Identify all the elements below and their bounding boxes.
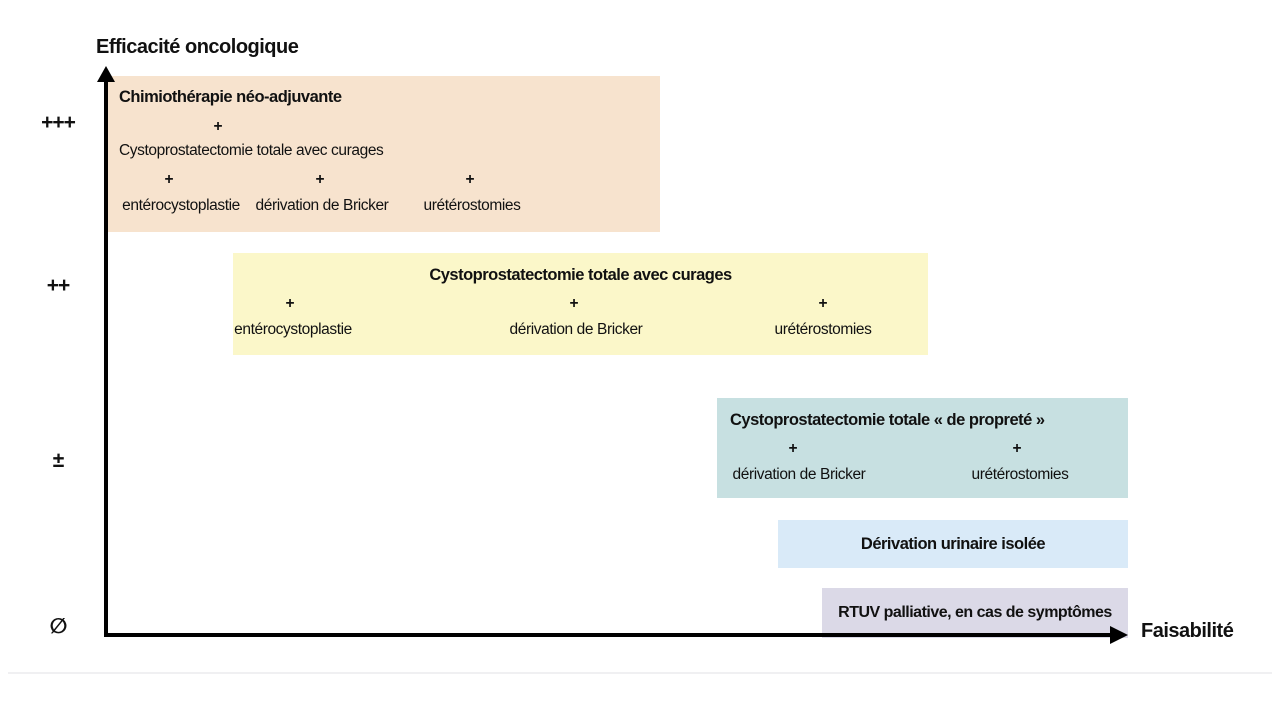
x-axis-arrowhead-icon <box>1110 626 1128 644</box>
x-axis-title: Faisabilité <box>1141 620 1234 642</box>
box-proprete-option: urétérostomies <box>971 466 1069 483</box>
box-curages-title: Cystoprostatectomie totale avec curages <box>429 266 732 284</box>
y-axis-title: Efficacité oncologique <box>96 36 299 58</box>
box-neoadjuvant: Chimiothérapie néo-adjuvante + Cystopros… <box>107 76 660 232</box>
plus-sign: + <box>818 295 828 312</box>
box-proprete-title: Cystoprostatectomie totale « de propreté… <box>730 411 1045 429</box>
box-derivation-isolee: Dérivation urinaire isolée <box>778 520 1128 568</box>
bottom-divider <box>8 672 1272 674</box>
box-neoadjuvant-title: Chimiothérapie néo-adjuvante <box>119 88 342 106</box>
x-axis-line <box>104 633 1112 637</box>
box-derivation-isolee-title: Dérivation urinaire isolée <box>860 534 1046 553</box>
box-proprete: Cystoprostatectomie totale « de propreté… <box>717 398 1128 498</box>
plus-sign: + <box>164 171 174 188</box>
box-curages: Cystoprostatectomie totale avec curages … <box>233 253 928 355</box>
box-neoadjuvant-option: urétérostomies <box>423 197 521 214</box>
y-tick-plusminus: ± <box>52 449 65 472</box>
y-tick-plus3: +++ <box>41 111 76 134</box>
box-curages-option: dérivation de Bricker <box>509 321 643 338</box>
y-axis-arrowhead-icon <box>97 66 115 82</box>
plus-sign: + <box>788 440 798 457</box>
box-proprete-option: dérivation de Bricker <box>732 466 866 483</box>
box-neoadjuvant-option: dérivation de Bricker <box>255 197 389 214</box>
plus-sign: + <box>1012 440 1022 457</box>
y-tick-null: ∅ <box>49 615 68 638</box>
y-tick-plus2: ++ <box>46 274 71 297</box>
box-neoadjuvant-option: entérocystoplastie <box>122 197 240 214</box>
plus-sign: + <box>465 171 475 188</box>
box-rtuv-title: RTUV palliative, en cas de symptômes <box>838 604 1112 621</box>
plus-sign: + <box>213 118 223 135</box>
y-axis-line <box>104 80 108 637</box>
plus-sign: + <box>315 171 325 188</box>
plus-sign: + <box>569 295 579 312</box>
box-neoadjuvant-subtitle: Cystoprostatectomie totale avec curages <box>119 142 384 159</box>
box-rtuv: RTUV palliative, en cas de symptômes <box>822 588 1128 638</box>
box-curages-option: urétérostomies <box>774 321 872 338</box>
plus-sign: + <box>285 295 295 312</box>
box-curages-option: entérocystoplastie <box>234 321 352 338</box>
